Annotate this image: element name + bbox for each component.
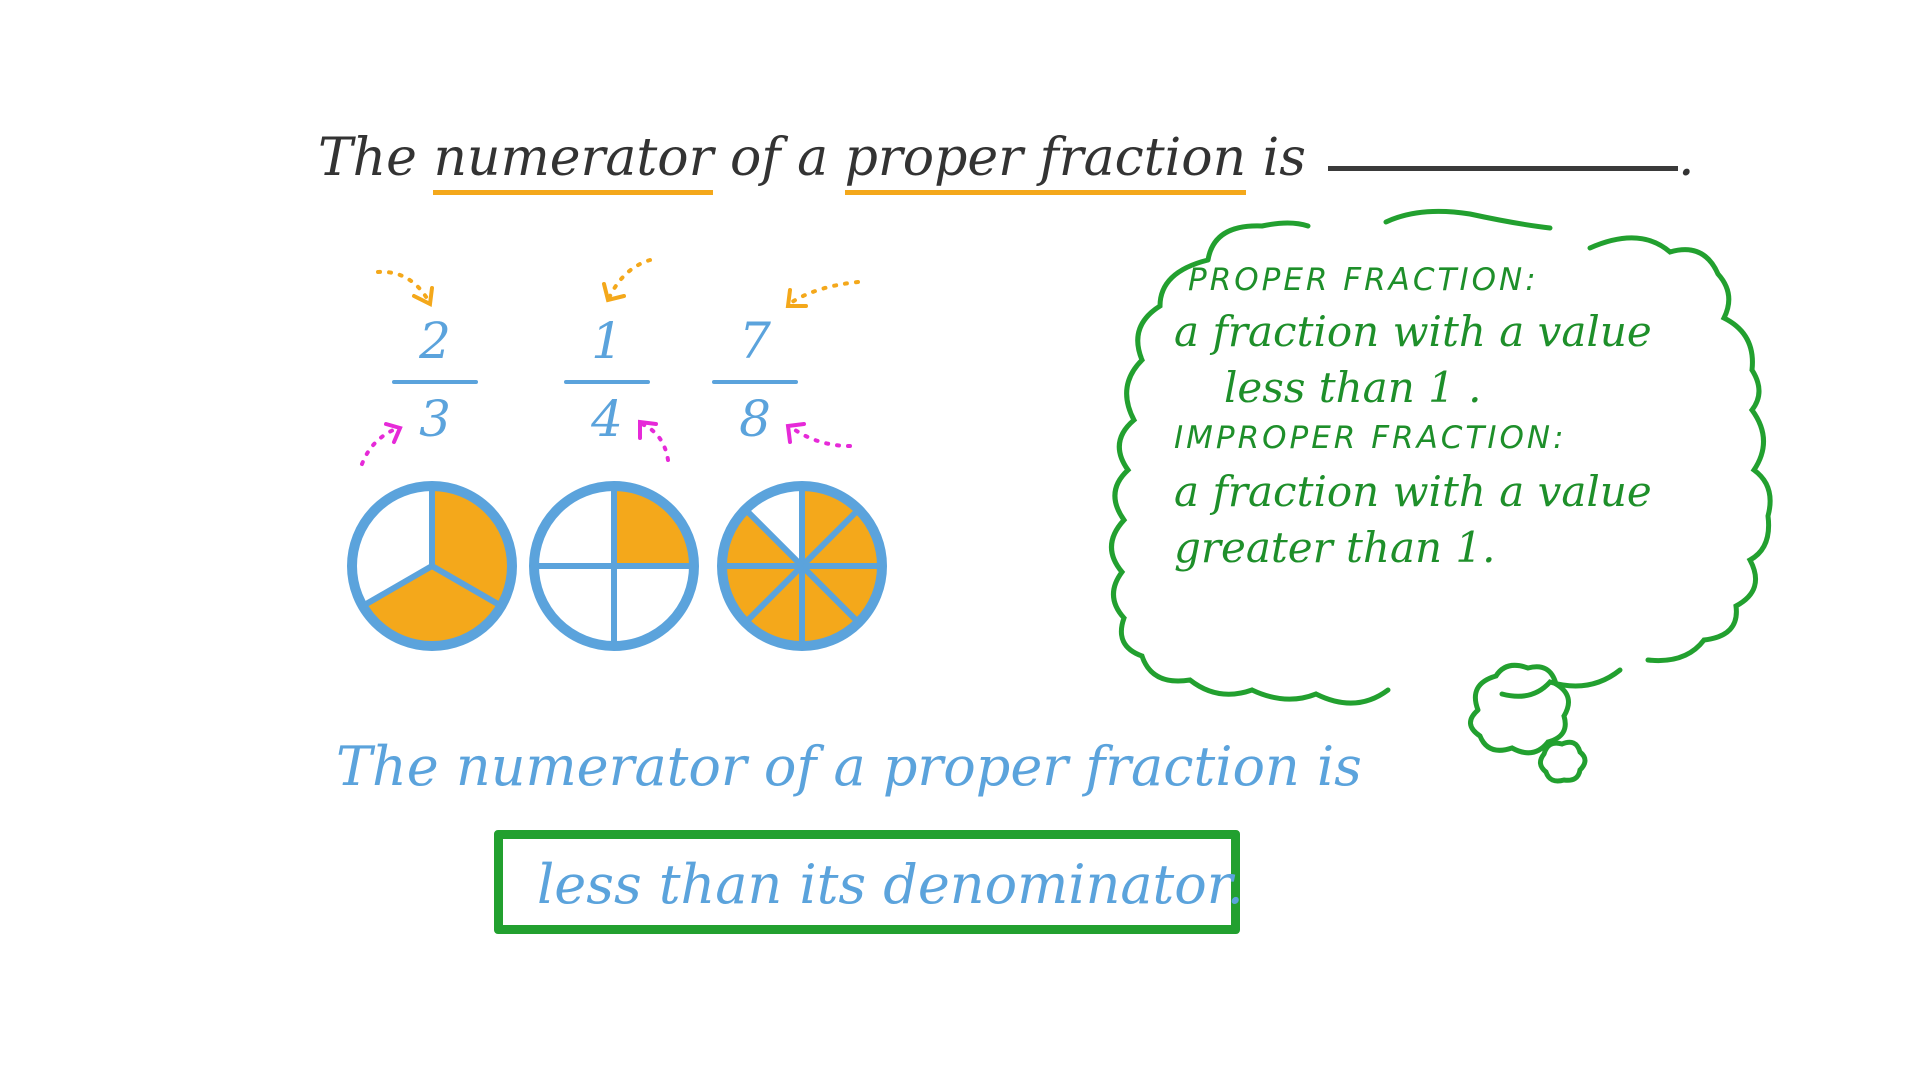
fraction-2-numerator: 1 xyxy=(591,312,623,370)
numerator-arrows xyxy=(376,258,860,308)
thought-bubble xyxy=(1109,208,1773,784)
fraction-3-shaded-sector xyxy=(802,509,882,566)
numerator-arrow-1-head xyxy=(412,286,434,308)
fraction-3-divider xyxy=(743,563,805,625)
denominator-arrow-2 xyxy=(640,422,670,462)
proper-fraction-heading: PROPER FRACTION: xyxy=(1188,262,1539,298)
question-word-of-a: of a xyxy=(730,128,829,188)
answer-blank xyxy=(1327,166,1678,171)
proper-fraction-line-1: a fraction with a value xyxy=(1174,307,1652,356)
improper-fraction-line-1: a fraction with a value xyxy=(1174,467,1652,516)
fraction-3-shaded-sector xyxy=(802,566,882,623)
definitions-panel: PROPER FRACTION: a fraction with a value… xyxy=(1174,262,1652,576)
fraction-3-circle xyxy=(717,481,887,651)
fraction-3-numerator: 7 xyxy=(739,312,771,370)
fraction-2-3: 2 3 xyxy=(380,312,490,448)
fraction-3-shaded-sector xyxy=(722,566,802,623)
fraction-2-denominator: 4 xyxy=(591,390,623,448)
thought-bubble-puff-large xyxy=(1468,662,1571,756)
fraction-3-shaded-sector xyxy=(722,509,802,566)
question-term-proper-fraction: proper fraction xyxy=(844,128,1247,195)
fraction-1-denominator: 3 xyxy=(419,390,451,448)
denominator-arrow-1-head xyxy=(384,422,403,444)
fraction-3-shaded-sector xyxy=(802,486,859,566)
question-sentence: The numerator of a proper fraction is. xyxy=(318,128,1695,195)
fraction-1-bar xyxy=(392,380,478,384)
fraction-2-circle xyxy=(529,481,699,651)
numerator-arrow-3-head xyxy=(785,288,808,308)
improper-fraction-heading: IMPROPER FRACTION: xyxy=(1174,420,1567,456)
denominator-arrow-2-head xyxy=(638,419,658,440)
denominator-arrows xyxy=(360,419,852,466)
fraction-3-shaded-sector xyxy=(745,566,802,646)
fraction-circles xyxy=(347,481,887,651)
fraction-1-divider xyxy=(361,563,434,609)
fraction-3-divider xyxy=(799,563,861,625)
question-term-numerator: numerator xyxy=(433,128,714,195)
fraction-3-divider xyxy=(743,507,805,569)
fraction-7-8: 7 8 xyxy=(700,312,810,448)
question-period: . xyxy=(1677,128,1695,188)
fraction-3-denominator: 8 xyxy=(739,390,771,448)
fraction-3-shaded-sector xyxy=(802,566,859,646)
question-word-the: The xyxy=(318,128,417,188)
denominator-arrow-3-head xyxy=(785,422,806,444)
thought-bubble-puff-small xyxy=(1538,739,1588,784)
denominator-arrow-3 xyxy=(790,426,852,448)
fraction-3-divider xyxy=(799,507,861,569)
fraction-1-circle xyxy=(347,481,517,651)
proper-fraction-line-2: less than 1 . xyxy=(1224,363,1482,412)
numerator-arrow-1 xyxy=(376,269,430,302)
fraction-1-numerator: 2 xyxy=(419,312,451,370)
fraction-2-bar xyxy=(564,380,650,384)
fraction-1-4: 1 4 xyxy=(552,312,662,448)
answer-box: less than its denominator. xyxy=(494,830,1244,934)
numerator-arrow-2 xyxy=(608,258,652,298)
fraction-2-shaded-sector xyxy=(614,486,694,566)
fraction-3-bar xyxy=(712,380,798,384)
denominator-arrow-1 xyxy=(360,426,400,466)
improper-fraction-line-2: greater than 1. xyxy=(1174,523,1496,572)
answer-statement: The numerator of a proper fraction is xyxy=(336,735,1362,798)
question-word-is: is xyxy=(1262,128,1306,188)
numerator-arrow-2-head xyxy=(602,282,626,303)
answer-boxed-text: less than its denominator. xyxy=(537,853,1244,916)
numerator-arrow-3 xyxy=(790,280,860,304)
thought-bubble-cloud xyxy=(1109,208,1773,706)
fraction-1-divider xyxy=(430,563,503,609)
